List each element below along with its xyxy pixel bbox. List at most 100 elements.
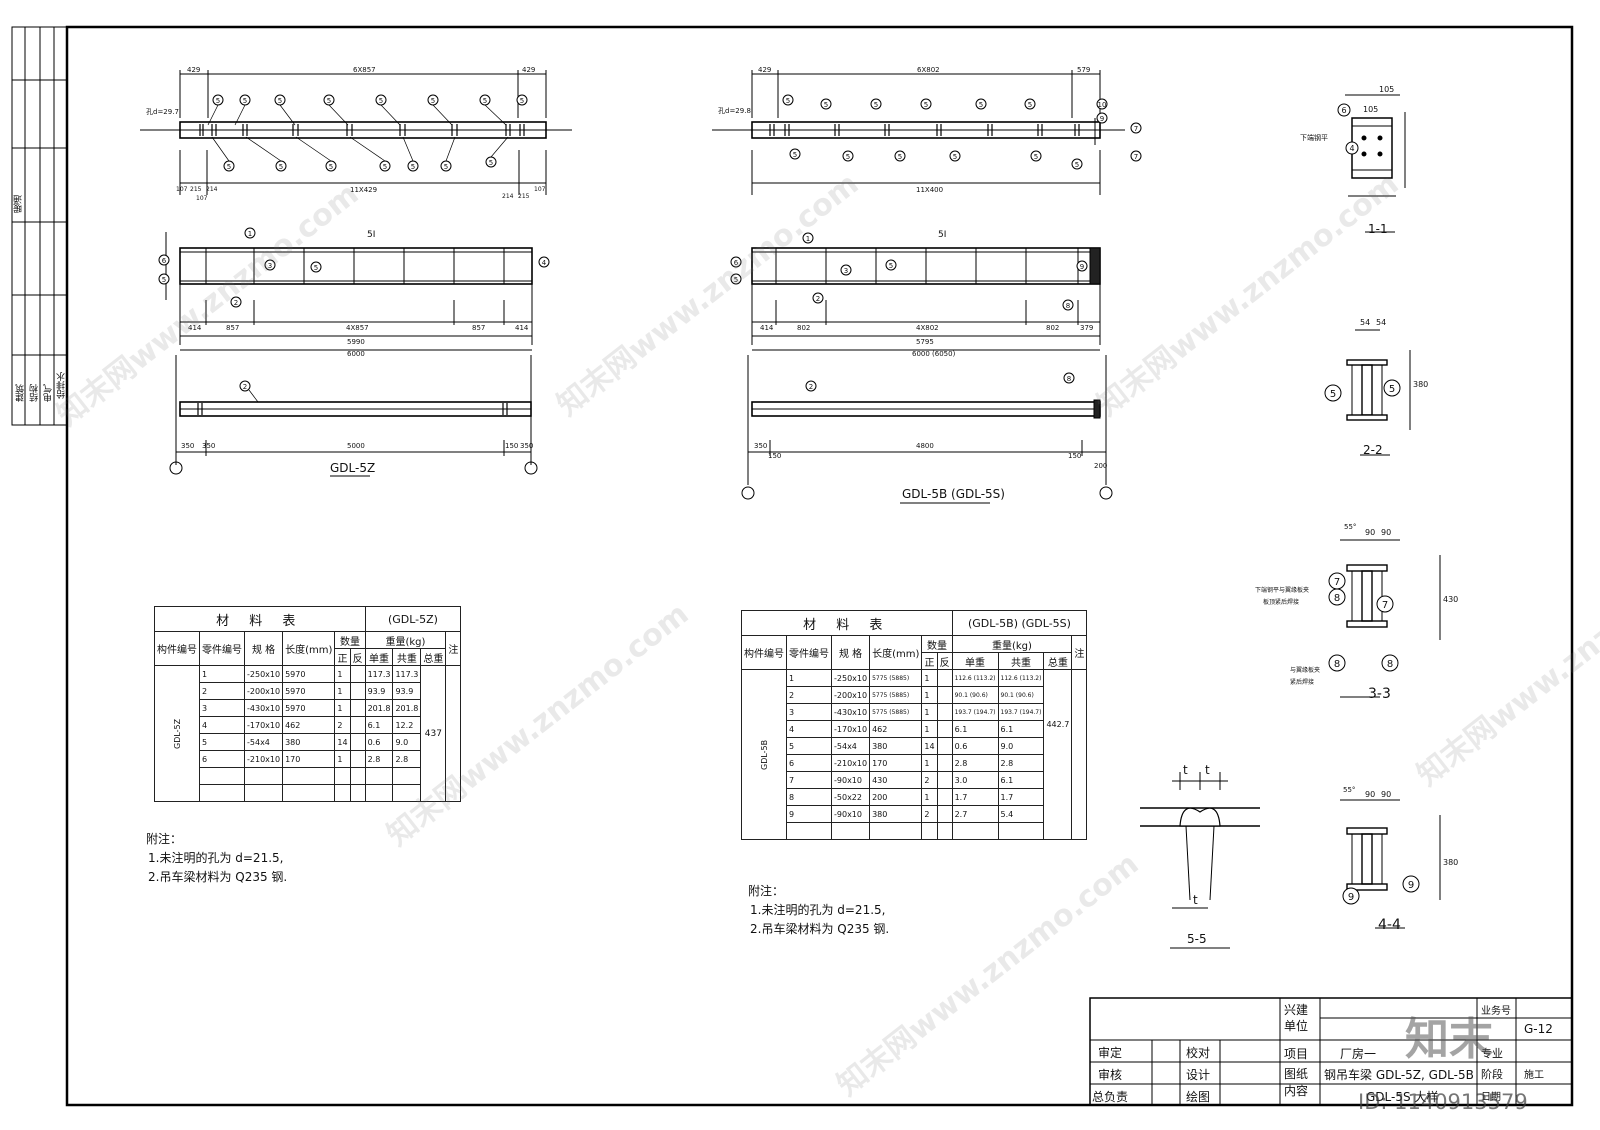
sec33-note4: 紧后焊接 [1290,679,1315,686]
beam-a-elev-dim-1: 414 [188,324,202,332]
cell [951,822,999,840]
cell: 2.8 [951,754,999,772]
beam-a-dim-right: 429 [522,66,536,74]
beam-a-bot-dim-1: 350 [181,442,195,450]
cell [334,767,351,785]
svg-text:10: 10 [1098,101,1107,109]
beam-b-title: GDL-5B (GDL-5S) [902,487,1005,501]
svg-text:9: 9 [1348,892,1354,903]
table-b-h-len: 长度(mm) [869,635,923,670]
cell: 170 [282,750,336,768]
beam-a-bolts [199,124,525,136]
tb-sig-chief: 总负责 [1092,1090,1129,1104]
tb-drawing-no: G-12 [1524,1022,1553,1036]
drawing-frame [65,25,1574,1107]
cell: 5 [199,733,245,751]
beam-a-dim-mid: 6X857 [353,66,376,74]
sec55-t1: t [1183,763,1188,777]
cell: 0.6 [951,737,999,755]
cell [349,665,366,683]
image-id: ID: 1140913579 [1358,1090,1528,1114]
svg-text:5: 5 [874,101,878,109]
beam-a-title: GDL-5Z [330,461,376,475]
cell: 14 [921,737,938,755]
cell: 1 [199,665,245,683]
cell: 380 [869,805,923,823]
beam-a-small-dim-7: 107 [534,186,546,193]
sec33-note2: 板顶紧后焊接 [1263,599,1300,606]
svg-text:6: 6 [1341,106,1346,115]
cell: 93.9 [364,682,394,700]
svg-text:1: 1 [806,235,810,243]
table-a-h-rev: 反 [349,648,366,666]
svg-text:5: 5 [1034,153,1038,161]
svg-text:7: 7 [1382,600,1388,611]
svg-text:7: 7 [1134,153,1138,161]
cell: 0.6 [364,733,394,751]
cell: 5 [786,737,832,755]
table-b-h-total: 总重 [1043,652,1073,670]
beam-b-elev-dim-2: 802 [797,324,811,332]
section-4-4 [1340,799,1441,929]
cell: 112.6 (113.2) [997,669,1045,687]
cell [243,784,284,802]
notes-a: 附注： 1.未注明的孔为 d=21.5, 2.吊车梁材料为 Q235 钢. [146,830,287,887]
cell [349,699,366,717]
cell [936,669,953,687]
svg-text:5: 5 [483,97,487,105]
cell: 3.0 [951,771,999,789]
tb-project-label: 项目 [1284,1047,1309,1061]
cell: 117.3 [392,665,422,683]
table-b-h-qty: 数量 [921,635,953,653]
cell [830,822,871,840]
cell: 117.3 [364,665,394,683]
cell: 6.1 [364,716,394,734]
side-label-arch: 建筑 [16,384,26,402]
cell: 9.0 [997,737,1045,755]
tb-sig-review: 审核 [1098,1068,1123,1082]
cell: -430x10 [243,699,284,717]
cell: 5775 (5885) [869,669,923,687]
table-a-h-weight: 重量(kg) [364,631,447,649]
cell [349,716,366,734]
table-b-h-part: 零件编号 [786,635,832,670]
table-row [742,822,1087,840]
svg-text:5: 5 [520,97,524,105]
beam-b-elev-dim-3: 4X802 [916,324,939,332]
svg-text:4: 4 [1349,144,1354,153]
tb-content-label: 图纸内容 [1284,1067,1309,1098]
cell: 6.1 [997,771,1045,789]
svg-text:8: 8 [1066,302,1070,310]
beam-a-dim-left: 429 [187,66,201,74]
cell [936,788,953,806]
table-b-h-rev: 反 [936,652,953,670]
cell [349,682,366,700]
cell: 1.7 [997,788,1045,806]
beam-a-plan [140,70,572,195]
cell: 462 [282,716,336,734]
beam-b-dim-bottom: 11X400 [916,186,944,194]
beam-b-dim-right: 579 [1077,66,1091,74]
tb-sig-draw: 绘图 [1186,1090,1211,1104]
svg-text:7: 7 [1134,125,1138,133]
tb-content-value: 钢吊车梁 GDL-5Z, GDL-5B [1324,1068,1474,1082]
beam-a-bottom [169,355,538,477]
cell: 5.4 [997,805,1045,823]
beam-a-elevation [165,232,533,351]
cell [936,703,953,721]
sec33-title: 3-3 [1368,686,1391,702]
table-b-h-member: 构件编号 [741,635,787,670]
beam-b-elev-dim-1: 414 [760,324,774,332]
table-a-total: 437 [420,665,447,802]
beam-a-small-dim-4: 107 [196,195,208,202]
table-b-total: 442.7 [1043,669,1073,840]
cell [349,784,366,802]
cell: 193.7 (194.7) [951,703,999,721]
cell: 5970 [282,699,336,717]
cell: 5970 [282,682,336,700]
